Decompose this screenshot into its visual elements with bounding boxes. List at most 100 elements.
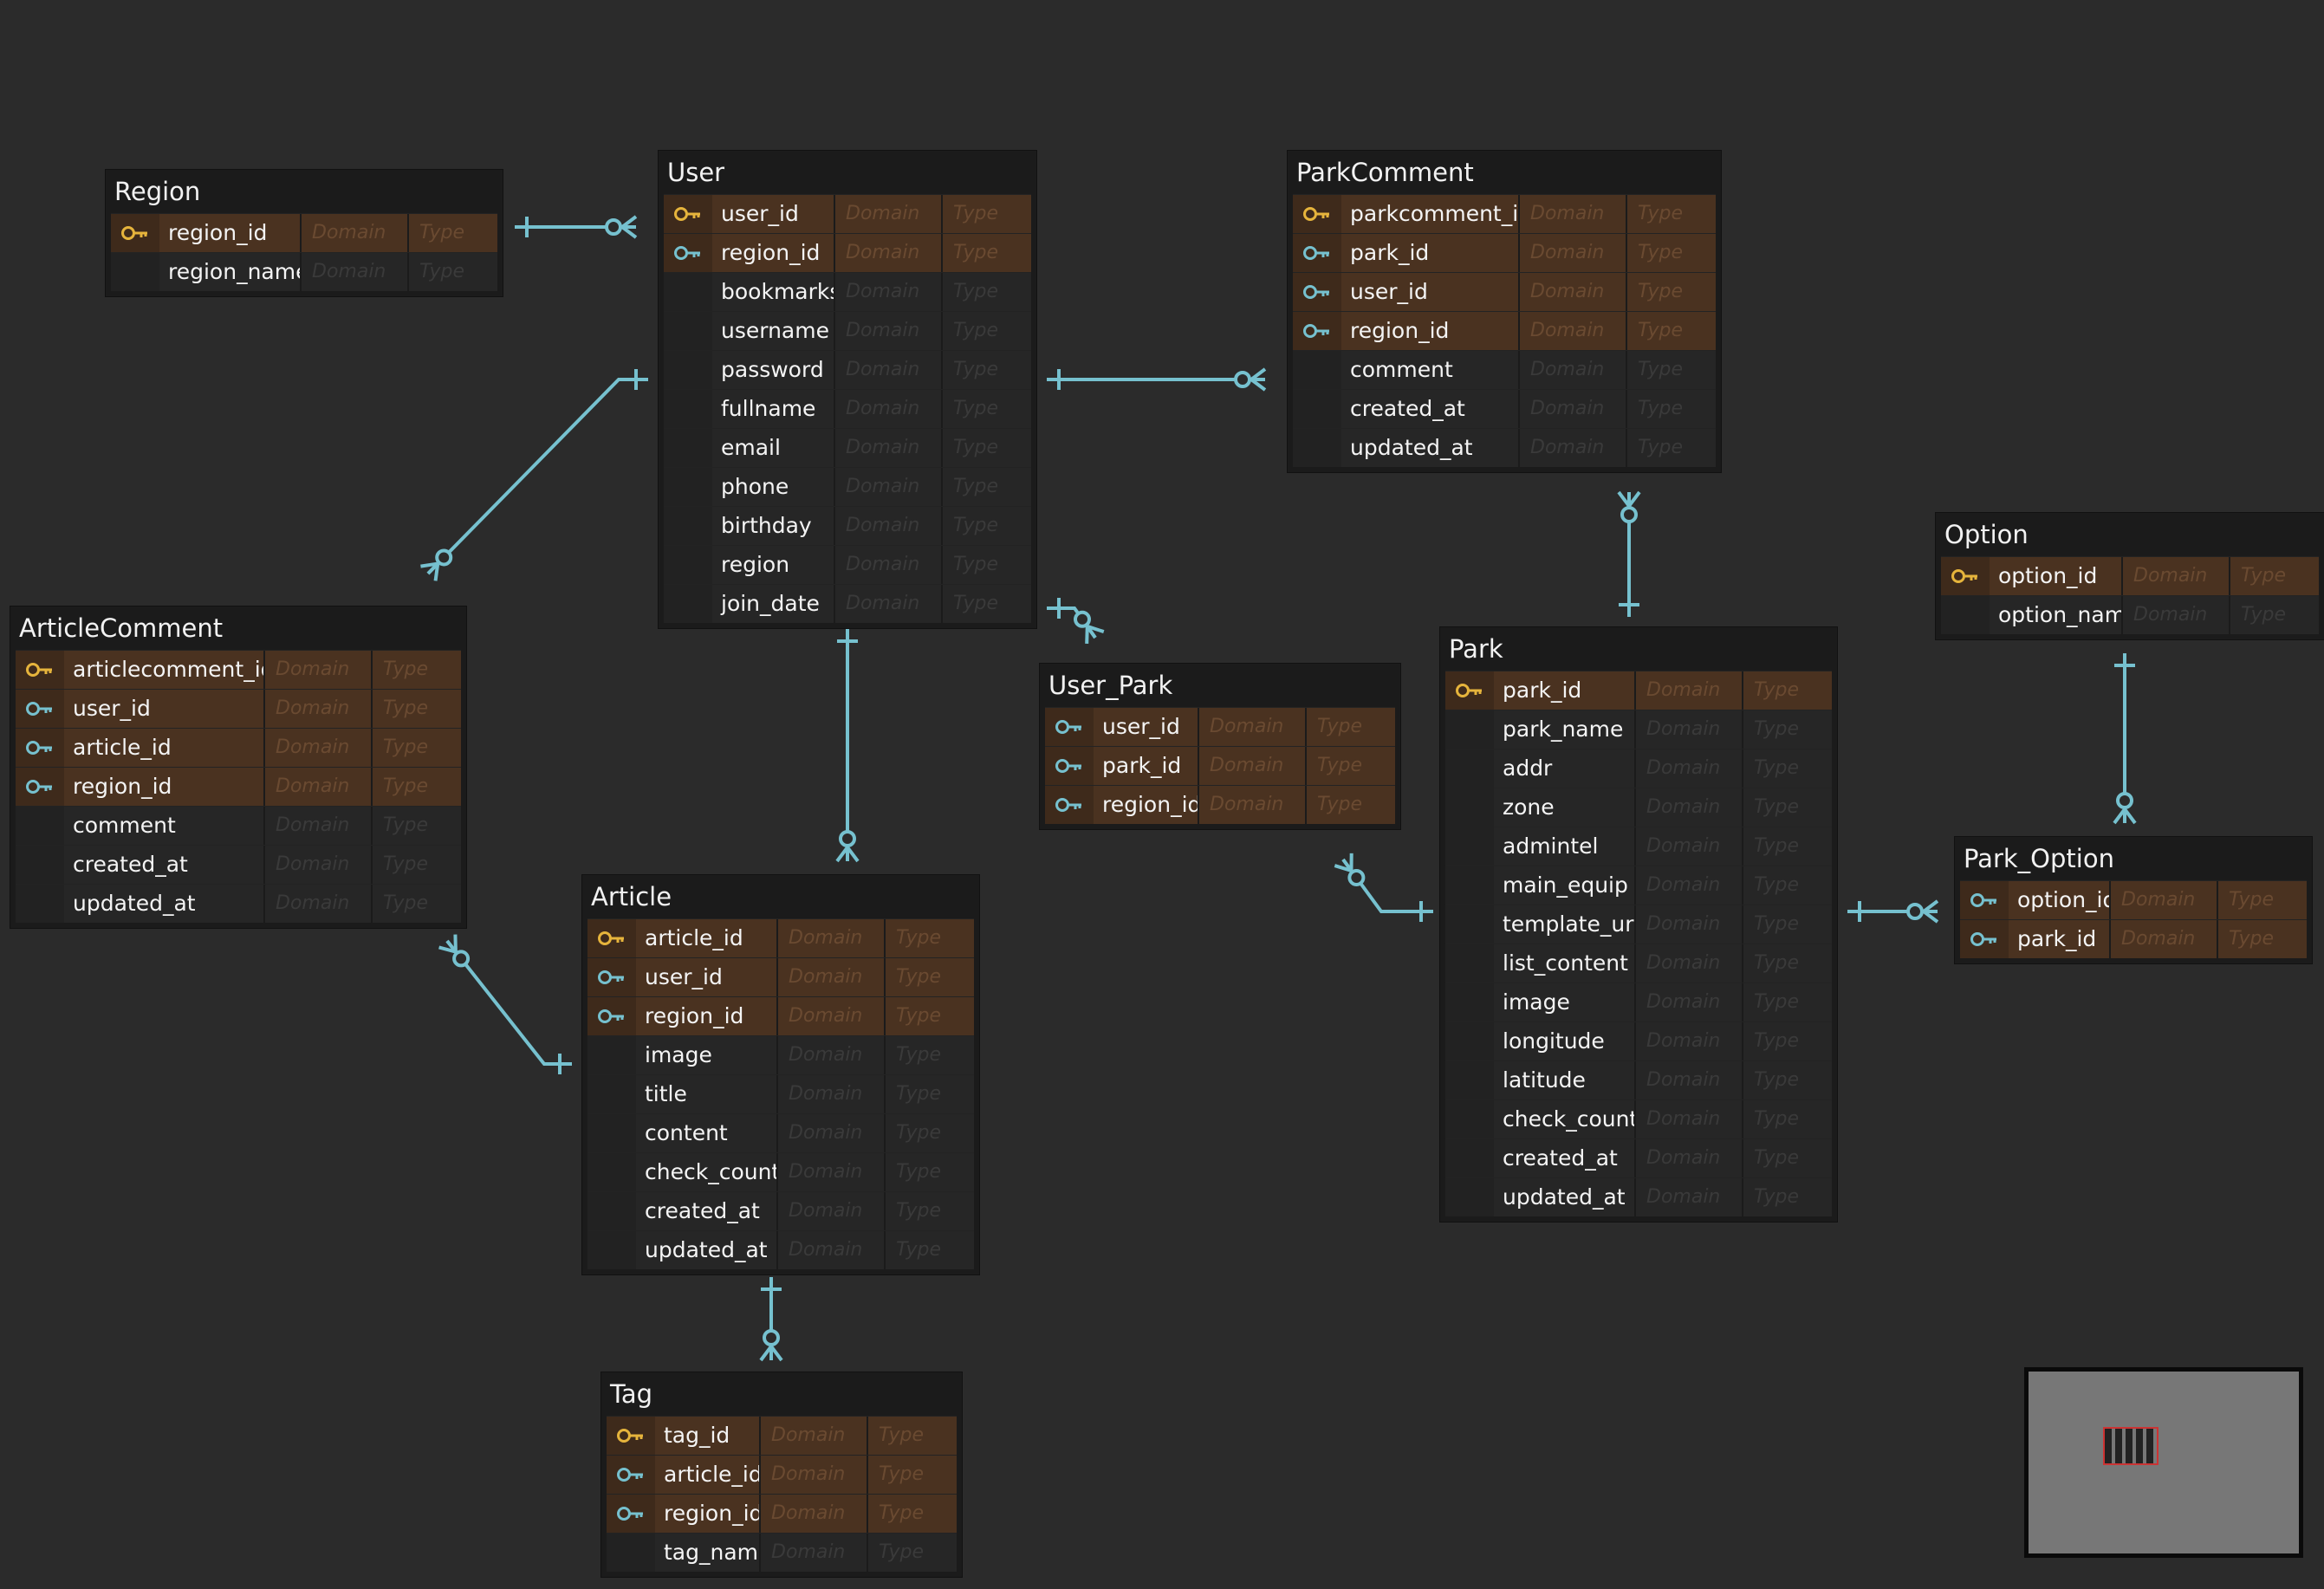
- column-type[interactable]: Type: [371, 690, 461, 728]
- column-type[interactable]: Type: [2217, 881, 2307, 919]
- minimap[interactable]: [2024, 1367, 2303, 1558]
- column-domain[interactable]: Domain: [1634, 905, 1742, 944]
- column-domain[interactable]: Domain: [776, 1075, 884, 1113]
- column-name[interactable]: join_date: [712, 585, 834, 623]
- column-domain[interactable]: Domain: [300, 253, 407, 291]
- column-name[interactable]: region_id: [636, 997, 776, 1035]
- column-domain[interactable]: Domain: [1634, 1139, 1742, 1177]
- column-type[interactable]: Type: [1742, 1061, 1832, 1099]
- column-name[interactable]: list_content: [1494, 944, 1634, 983]
- column-domain[interactable]: Domain: [1634, 827, 1742, 866]
- column-type[interactable]: Type: [371, 651, 461, 689]
- column-name[interactable]: user_id: [1094, 708, 1198, 746]
- column-domain[interactable]: Domain: [834, 429, 941, 467]
- column-type[interactable]: Type: [1742, 905, 1832, 944]
- column-type[interactable]: Type: [371, 807, 461, 845]
- column-type[interactable]: Type: [371, 885, 461, 923]
- relationship-region-user[interactable]: [515, 215, 638, 239]
- column-name[interactable]: article_id: [636, 919, 776, 957]
- column-domain[interactable]: Domain: [776, 958, 884, 996]
- column-name[interactable]: region_id: [64, 768, 263, 806]
- column-type[interactable]: Type: [1305, 747, 1395, 785]
- column-domain[interactable]: Domain: [776, 1114, 884, 1152]
- column-domain[interactable]: Domain: [834, 390, 941, 428]
- column-type[interactable]: Type: [884, 1114, 974, 1152]
- column-domain[interactable]: Domain: [2121, 557, 2229, 595]
- column-type[interactable]: Type: [371, 729, 461, 767]
- column-domain[interactable]: Domain: [2121, 596, 2229, 634]
- entity-title[interactable]: Region: [114, 177, 201, 206]
- column-type[interactable]: Type: [884, 1036, 974, 1074]
- column-type[interactable]: Type: [1626, 234, 1716, 272]
- column-name[interactable]: image: [636, 1036, 776, 1074]
- column-type[interactable]: Type: [941, 507, 1031, 545]
- column-domain[interactable]: Domain: [1634, 671, 1742, 710]
- column-domain[interactable]: Domain: [834, 351, 941, 389]
- column-name[interactable]: updated_at: [1341, 429, 1518, 467]
- column-domain[interactable]: Domain: [776, 919, 884, 957]
- column-type[interactable]: Type: [1742, 1139, 1832, 1177]
- column-name[interactable]: birthday: [712, 507, 834, 545]
- column-domain[interactable]: Domain: [263, 768, 371, 806]
- column-type[interactable]: Type: [1305, 708, 1395, 746]
- column-domain[interactable]: Domain: [834, 234, 941, 272]
- minimap-viewport[interactable]: [2103, 1427, 2158, 1465]
- column-name[interactable]: admintel: [1494, 827, 1634, 866]
- column-name[interactable]: main_equip: [1494, 866, 1634, 905]
- column-type[interactable]: Type: [884, 1231, 974, 1269]
- column-type[interactable]: Type: [941, 390, 1031, 428]
- column-domain[interactable]: Domain: [776, 1192, 884, 1230]
- column-type[interactable]: Type: [2229, 596, 2319, 634]
- column-name[interactable]: parkcomment_id: [1341, 195, 1518, 233]
- column-type[interactable]: Type: [1742, 827, 1832, 866]
- column-type[interactable]: Type: [867, 1495, 957, 1533]
- column-type[interactable]: Type: [407, 214, 497, 252]
- column-name[interactable]: option_name: [1990, 596, 2121, 634]
- column-domain[interactable]: Domain: [1518, 312, 1626, 350]
- column-domain[interactable]: Domain: [300, 214, 407, 252]
- relationship-park-user_park[interactable]: [1334, 853, 1433, 922]
- column-name[interactable]: tag_name: [655, 1534, 759, 1572]
- column-type[interactable]: Type: [1742, 1022, 1832, 1060]
- column-type[interactable]: Type: [1742, 749, 1832, 788]
- column-name[interactable]: option_id: [1990, 557, 2121, 595]
- column-name[interactable]: article_id: [655, 1456, 759, 1494]
- column-name[interactable]: title: [636, 1075, 776, 1113]
- column-type[interactable]: Type: [884, 919, 974, 957]
- column-domain[interactable]: Domain: [759, 1456, 867, 1494]
- column-type[interactable]: Type: [941, 273, 1031, 311]
- column-domain[interactable]: Domain: [759, 1534, 867, 1572]
- relationship-article-tag[interactable]: [759, 1277, 783, 1362]
- column-type[interactable]: Type: [941, 585, 1031, 623]
- column-type[interactable]: Type: [1626, 195, 1716, 233]
- column-name[interactable]: image: [1494, 983, 1634, 1022]
- column-type[interactable]: Type: [1626, 312, 1716, 350]
- column-name[interactable]: article_id: [64, 729, 263, 767]
- column-name[interactable]: updated_at: [636, 1231, 776, 1269]
- column-domain[interactable]: Domain: [1634, 710, 1742, 749]
- column-domain[interactable]: Domain: [263, 651, 371, 689]
- column-type[interactable]: Type: [1742, 1100, 1832, 1138]
- column-domain[interactable]: Domain: [776, 1036, 884, 1074]
